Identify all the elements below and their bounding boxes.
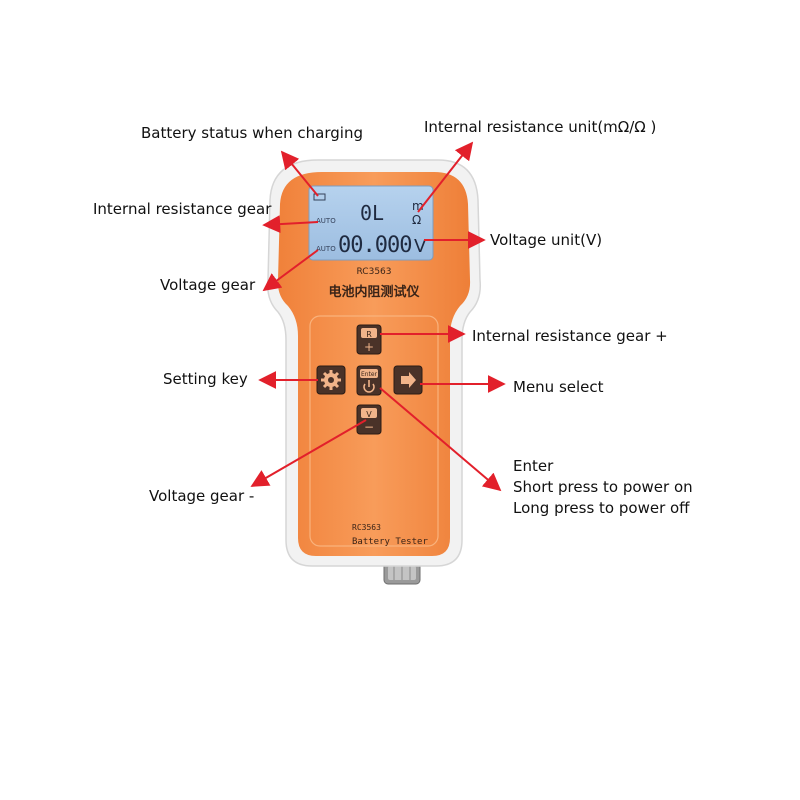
label-voltage-gear-minus: Voltage gear - — [149, 487, 255, 505]
label-battery-status: Battery status when charging — [141, 124, 363, 142]
device-model-bottom: RC3563 — [352, 523, 381, 532]
v-minus-key[interactable]: V − — [356, 404, 382, 435]
arrow-right-icon — [401, 372, 416, 388]
enter-key-label: Enter — [361, 371, 378, 378]
arrow-ir-gear — [262, 215, 319, 234]
callout-arrows — [250, 141, 506, 492]
v-minus-key-label: V — [366, 410, 372, 419]
device-name-en: Battery Tester — [352, 537, 428, 547]
device-body — [277, 172, 471, 556]
lcd-screen: AUTO 0L m Ω AUTO 00.000 V — [308, 185, 434, 261]
keypad-panel — [309, 315, 439, 547]
lcd-voltage-unit: V — [414, 236, 427, 257]
lcd-auto-bottom: AUTO — [316, 245, 336, 253]
enter-power-key[interactable]: Enter — [356, 365, 382, 396]
arrow-battery-status — [280, 150, 319, 197]
lcd-resistance-reading: 0L — [360, 201, 384, 225]
label-enter: Enter — [513, 457, 554, 475]
label-voltage-unit: Voltage unit(V) — [490, 231, 603, 249]
label-setting-key: Setting key — [163, 370, 248, 388]
lcd-resistance-unit-ohm: Ω — [412, 213, 421, 227]
r-plus-key-sign: + — [364, 340, 374, 354]
lcd-voltage-reading: 00.000 — [338, 233, 411, 258]
lcd-resistance-unit-m: m — [412, 199, 424, 213]
bnc-connector — [383, 561, 421, 585]
label-enter-long-press: Long press to power off — [513, 499, 690, 517]
label-ir-gear-plus: Internal resistance gear + — [472, 327, 668, 345]
label-ir-gear: Internal resistance gear — [93, 200, 272, 218]
power-icon — [363, 380, 375, 393]
label-voltage-gear: Voltage gear — [160, 276, 256, 294]
v-minus-key-sign: − — [364, 420, 374, 434]
r-plus-key-label: R — [366, 330, 372, 339]
label-ir-unit: Internal resistance unit(mΩ/Ω ) — [424, 118, 657, 136]
arrow-voltage-gear — [262, 249, 319, 292]
arrow-voltage-gear-minus — [250, 419, 367, 487]
label-menu-select: Menu select — [513, 378, 604, 396]
arrow-ir-unit — [417, 141, 474, 213]
device-name-cn: 电池内阻测试仪 — [328, 284, 420, 300]
setting-key[interactable] — [316, 365, 346, 395]
r-plus-key[interactable]: R + — [356, 324, 382, 355]
gear-icon — [321, 370, 341, 390]
device-model-top: RC3563 — [357, 267, 392, 277]
menu-select-key[interactable] — [393, 365, 423, 395]
lcd-auto-top: AUTO — [316, 217, 336, 225]
battery-icon — [313, 193, 326, 201]
arrow-enter — [379, 387, 502, 492]
label-enter-short-press: Short press to power on — [513, 478, 693, 496]
